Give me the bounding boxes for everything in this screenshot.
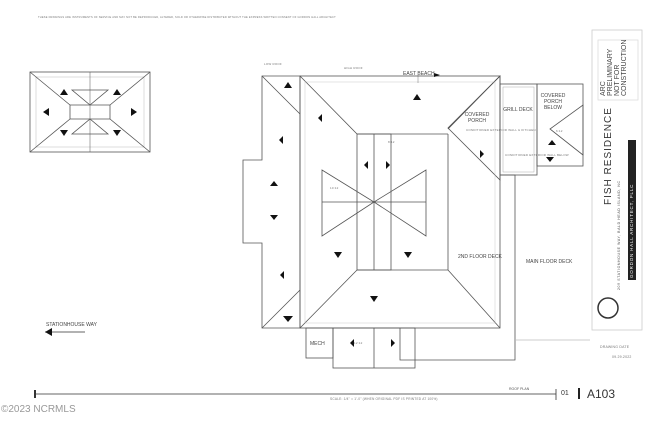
- label-second-floor-deck: 2ND FLOOR DECK: [458, 254, 502, 260]
- preliminary-stamp: ARC PRELIMINARY NOT FOR CONSTRUCTION: [600, 40, 628, 96]
- main-roof-plan: [242, 75, 590, 369]
- sheet-number: A103: [587, 387, 616, 401]
- note-conditioned-wall: CONDITIONED EXTERIOR WALL & KITCHEN: [466, 128, 536, 132]
- label-main-floor-deck: MAIN FLOOR DECK: [526, 259, 573, 265]
- scale-note: SCALE: 1/4" = 1'-0" (WHEN ORIGINAL PDF I…: [330, 397, 438, 401]
- project-address: 209 STATIONHOUSE WAY, BALD HEAD ISLAND, …: [617, 180, 621, 290]
- upper-roof-plan: [29, 71, 151, 153]
- firm-name: GORDON HALL ARCHITECT, PLLC: [629, 183, 634, 278]
- label-high-roof: HIGH ROOF: [344, 66, 363, 70]
- stamp-line: NOT FOR: [614, 64, 621, 96]
- label-covered-porch: COVERED PORCH: [464, 112, 490, 124]
- label-covered-porch-below: COVERED PORCH BELOW: [540, 93, 566, 111]
- label-mech: MECH: [310, 341, 325, 347]
- label-grill-deck: GRILL DECK: [503, 107, 533, 113]
- drawing-date-label: DRAWING DATE: [600, 345, 630, 349]
- drawing-number: 01: [561, 390, 569, 397]
- stamp-line: ARC: [600, 81, 607, 96]
- pitch-label: 8:12: [388, 140, 395, 144]
- pitch-label: 6:12: [556, 129, 563, 133]
- label-east-beach: EAST BEACH: [403, 71, 435, 77]
- disclaimer-text: THESE DRAWINGS ARE INSTRUMENTS OF SERVIC…: [38, 16, 336, 19]
- pitch-label: 10:12: [330, 186, 339, 190]
- label-stationhouse-way: STATIONHOUSE WAY: [46, 322, 97, 328]
- watermark: ©2023 NCRMLS: [1, 404, 76, 415]
- label-low-roof: LOW ROOF: [264, 62, 282, 66]
- stamp-line: PRELIMINARY: [607, 48, 614, 96]
- slope-arrow-icons: [43, 73, 556, 347]
- stamp-line: CONSTRUCTION: [621, 39, 628, 96]
- project-title: FISH RESIDENCE: [603, 107, 614, 205]
- drawing-date: 09.29.2022: [612, 355, 632, 359]
- pitch-label: 12:12: [354, 341, 363, 345]
- note-conditioned-below: CONDITIONED EXTERIOR WALL BELOW: [505, 153, 569, 157]
- sheet-title: ROOF PLAN: [509, 387, 530, 391]
